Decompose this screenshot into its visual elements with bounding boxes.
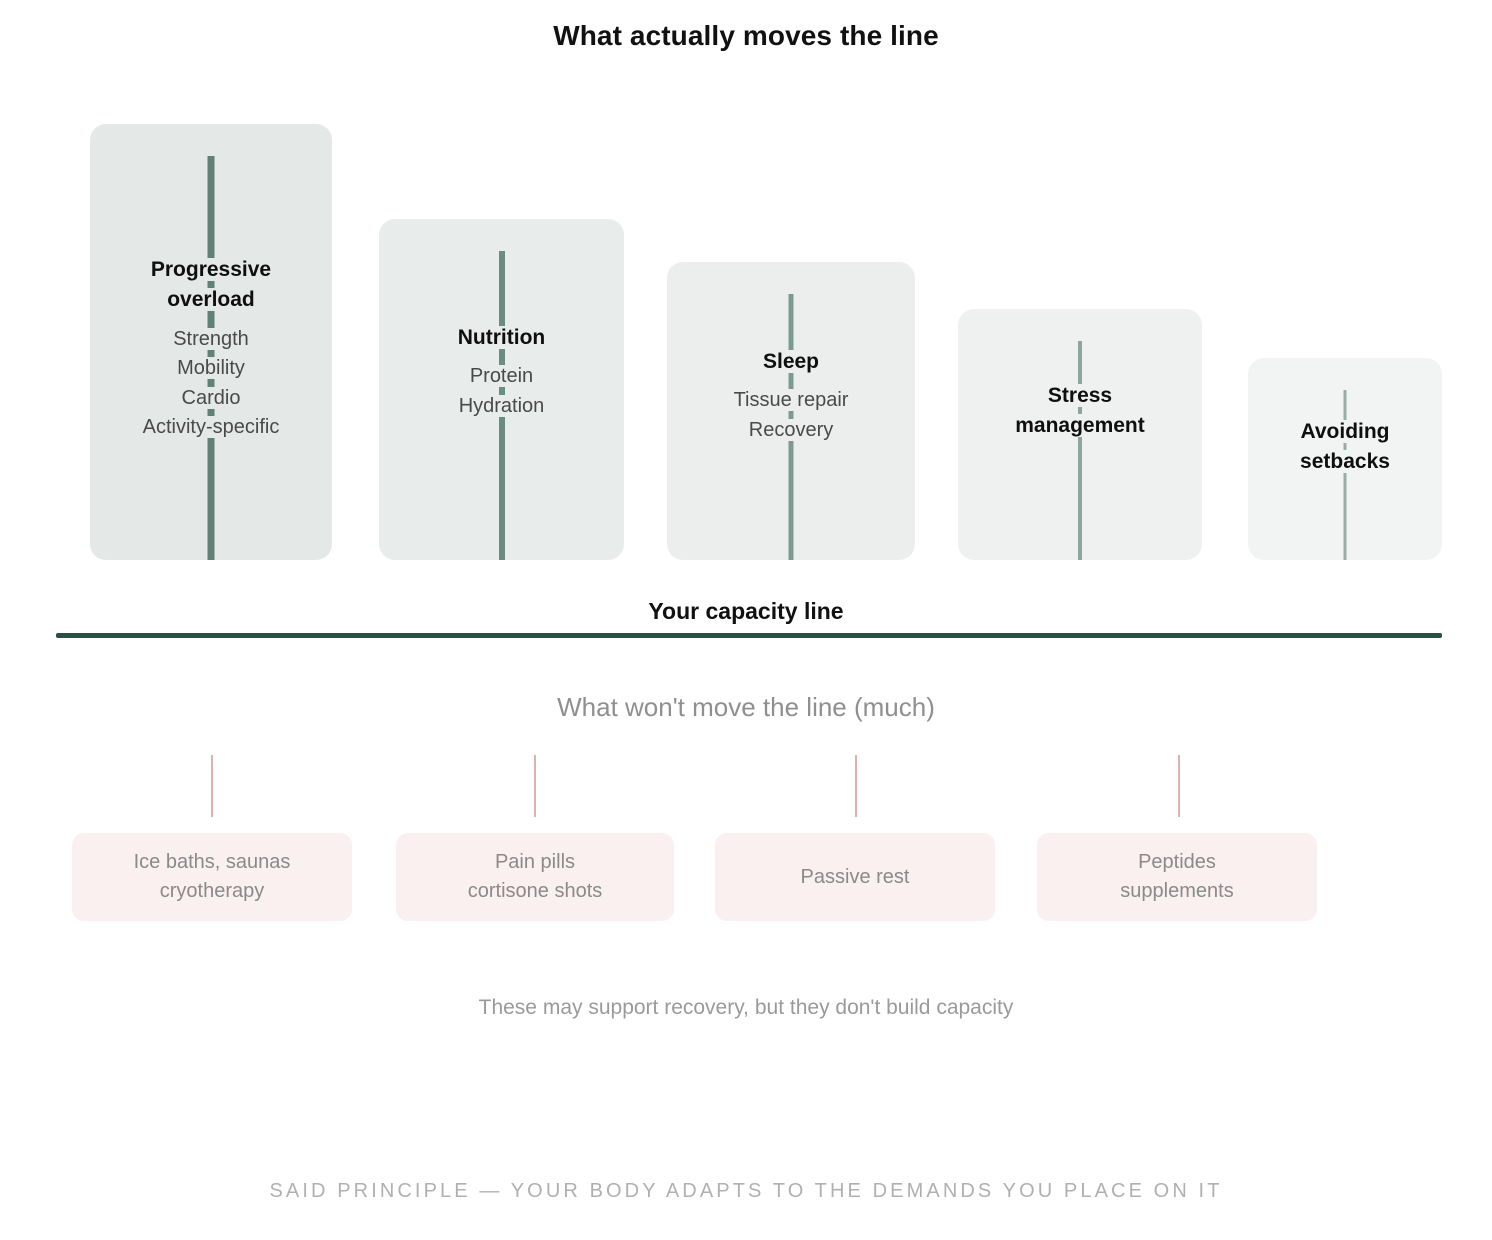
capacity-line-divider bbox=[56, 633, 1442, 638]
negative-section-note: These may support recovery, but they don… bbox=[478, 996, 1014, 1019]
non-factor-card[interactable]: Ice baths, saunas cryotherapy bbox=[72, 833, 352, 921]
non-factor-label: Passive rest bbox=[800, 865, 910, 888]
factor-item: Mobility bbox=[90, 354, 332, 383]
factor-item: Tissue repair bbox=[667, 386, 915, 415]
factor-impact-bar bbox=[1343, 390, 1347, 560]
factor-impact-bar bbox=[1078, 341, 1082, 560]
non-factor-stem bbox=[211, 755, 213, 817]
factor-item: Protein bbox=[379, 362, 624, 391]
non-factor-stem bbox=[1178, 755, 1180, 817]
factor-item: Hydration bbox=[379, 392, 624, 421]
factor-item: Cardio bbox=[90, 384, 332, 413]
factor-item: Recovery bbox=[667, 416, 915, 445]
factor-label: Sleep bbox=[667, 347, 915, 377]
non-factor-stem bbox=[855, 755, 857, 817]
non-factor-card[interactable]: Peptides supplements bbox=[1037, 833, 1317, 921]
non-factor-label: Peptides supplements bbox=[1120, 851, 1234, 902]
non-factor-label: Pain pills cortisone shots bbox=[467, 851, 603, 902]
factor-label: Nutrition bbox=[379, 323, 624, 353]
non-factor-card[interactable]: Passive rest bbox=[715, 833, 995, 921]
non-factor-stem bbox=[534, 755, 536, 817]
non-factor-card[interactable]: Pain pills cortisone shots bbox=[396, 833, 674, 921]
factor-item: Activity-specific bbox=[90, 413, 332, 442]
non-factor-label: Ice baths, saunas cryotherapy bbox=[133, 851, 291, 902]
footer-principle-note: SAID principle — your body adapts to the… bbox=[269, 1180, 1223, 1202]
capacity-line-label: Your capacity line bbox=[648, 598, 844, 624]
factor-item: Strength bbox=[90, 325, 332, 354]
negative-section-title: What won't move the line (much) bbox=[557, 692, 935, 722]
page-title: What actually moves the line bbox=[553, 20, 939, 51]
